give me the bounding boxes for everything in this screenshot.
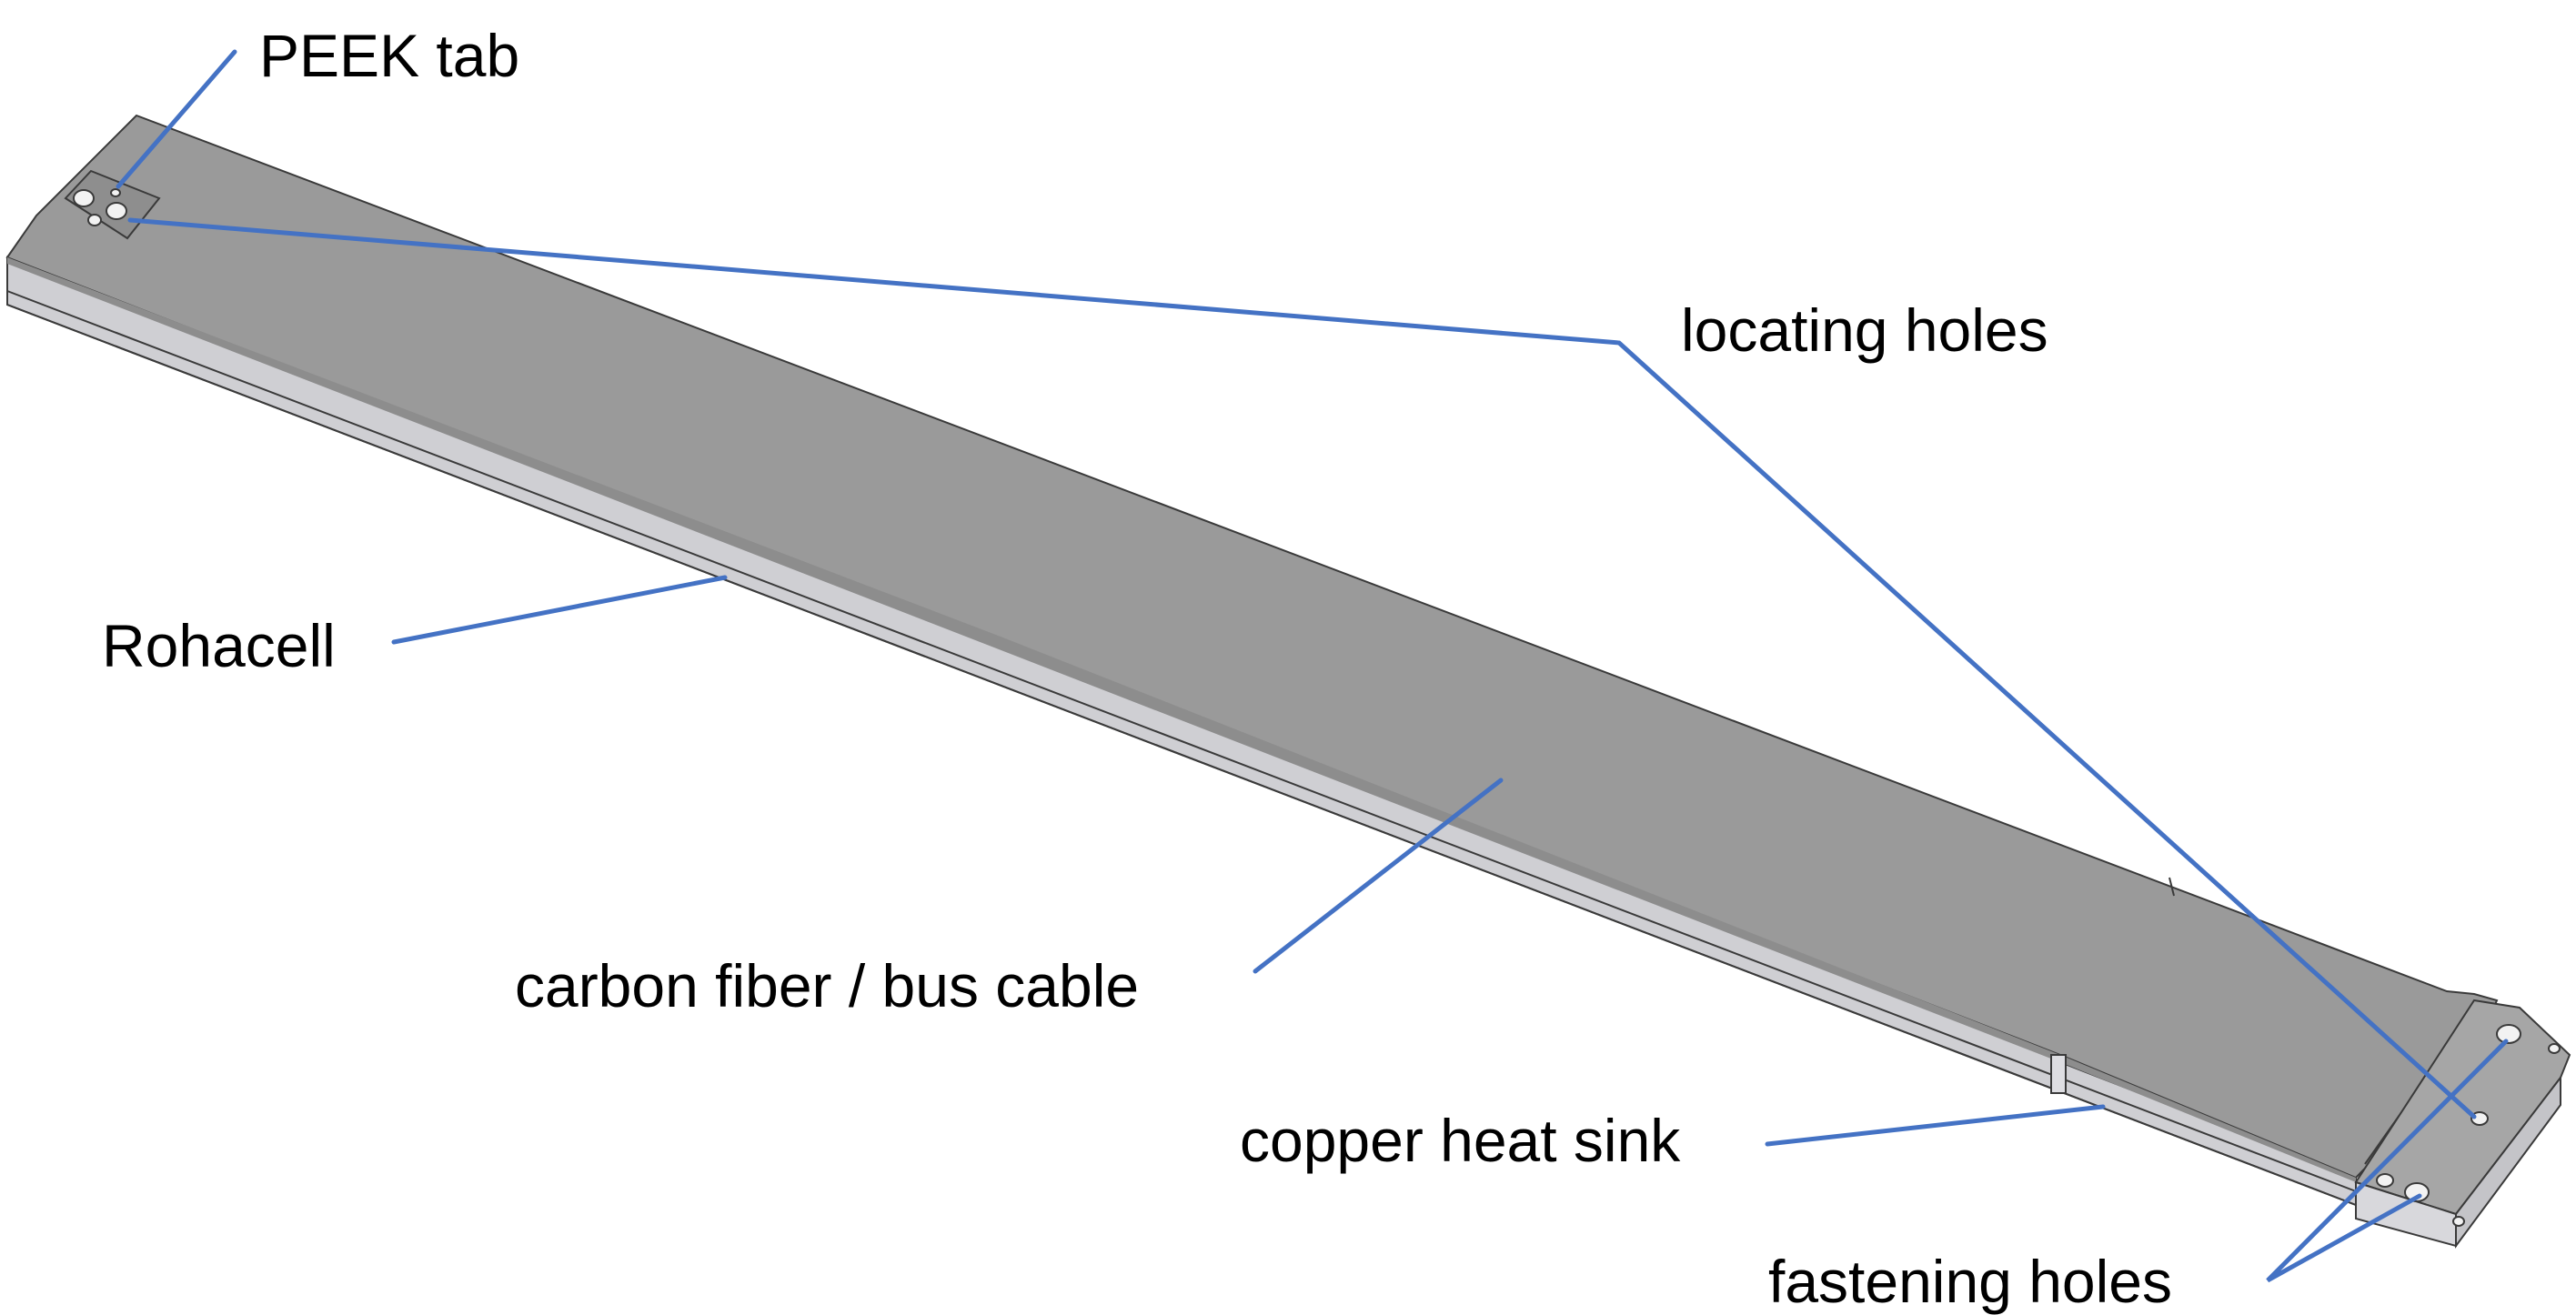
labels: PEEK tab locating holes Rohacell carbon … <box>102 22 2172 1315</box>
locating-hole-left-1 <box>73 189 95 207</box>
label-locating-holes: locating holes <box>1681 296 2048 364</box>
locating-hole-left-4 <box>110 188 121 197</box>
fastening-hole-small-1 <box>2548 1043 2561 1054</box>
stave-body <box>5 114 2499 1207</box>
leader-rohacell <box>391 575 728 645</box>
label-fastening-holes: fastening holes <box>1768 1248 2172 1315</box>
leader-lines <box>116 49 2509 1283</box>
leader-locating-holes <box>127 217 2477 1119</box>
fastening-hole-small-3 <box>2452 1216 2465 1227</box>
fastening-hole-small-2 <box>2376 1173 2394 1188</box>
label-peek-tab: PEEK tab <box>259 22 519 89</box>
fastening-hole-1 <box>2496 1024 2521 1044</box>
locating-hole-left-3 <box>87 214 102 226</box>
leader-peek-tab <box>116 49 237 189</box>
carbon-fiber-top-face <box>5 114 2499 1179</box>
stave-notch <box>2050 1054 2067 1094</box>
leader-copper-heat-sink <box>1765 1104 2106 1147</box>
fastening-hole-2 <box>2404 1182 2430 1202</box>
leader-fastening-holes <box>2266 1039 2509 1283</box>
locating-hole-left-2 <box>106 202 127 220</box>
label-carbon-fiber: carbon fiber / bus cable <box>515 952 1139 1019</box>
leader-carbon-fiber <box>1253 778 1504 974</box>
label-rohacell: Rohacell <box>102 612 336 679</box>
label-copper-heat-sink: copper heat sink <box>1240 1107 1681 1174</box>
